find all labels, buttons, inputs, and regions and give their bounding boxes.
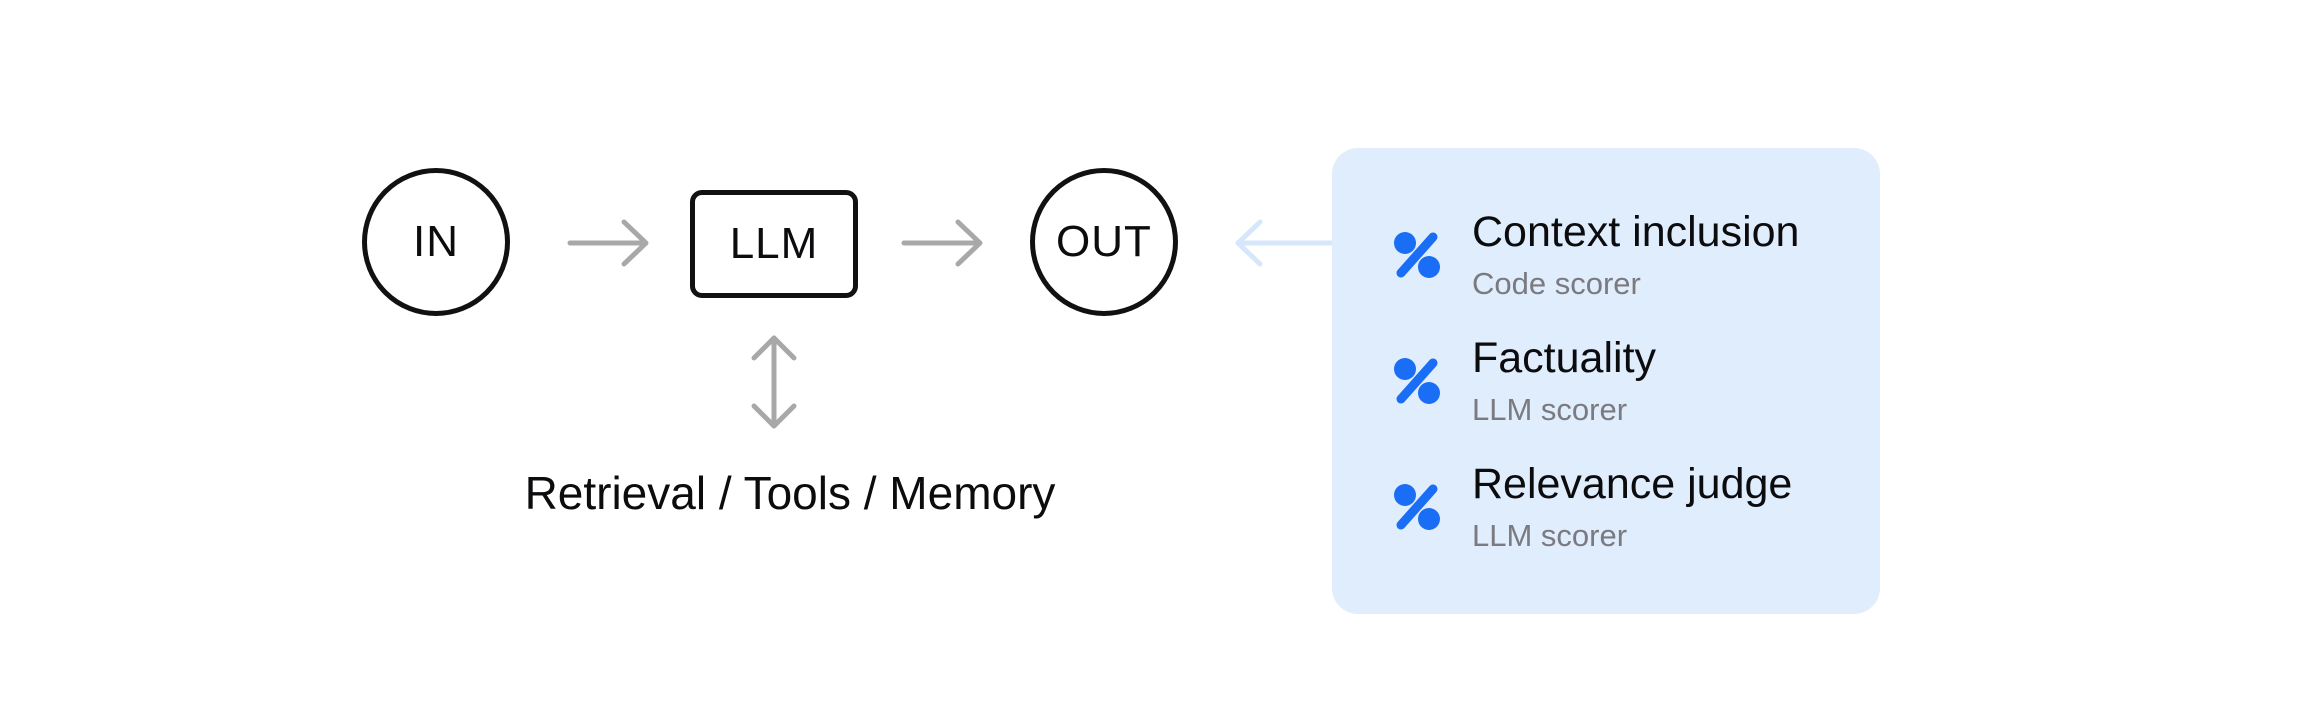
in-to-llm-arrow	[567, 219, 649, 267]
llm-node: LLM	[690, 190, 858, 298]
scorer-name: Relevance judge	[1472, 460, 1793, 508]
input-node: IN	[362, 168, 510, 316]
llm-aux-bidirectional-arrow	[751, 335, 797, 429]
output-node-label: OUT	[1056, 217, 1152, 266]
scorer-panel: Context inclusion Code scorer Factuality…	[1332, 148, 1880, 614]
scorer-name: Factuality	[1472, 334, 1657, 382]
input-node-label: IN	[413, 217, 459, 266]
scorer-to-out-arrow	[1235, 219, 1337, 267]
scorer-item-relevance-judge: Relevance judge LLM scorer	[1392, 460, 1872, 560]
scorer-item-context-inclusion: Context inclusion Code scorer	[1392, 208, 1872, 308]
llm-node-label: LLM	[729, 219, 819, 268]
llm-to-out-arrow	[901, 219, 983, 267]
scorer-type: LLM scorer	[1472, 392, 1628, 427]
output-node: OUT	[1030, 168, 1178, 316]
scorer-item-factuality: Factuality LLM scorer	[1392, 334, 1872, 434]
scorer-type: Code scorer	[1472, 266, 1641, 301]
scorer-name: Context inclusion	[1472, 208, 1800, 256]
scorer-type: LLM scorer	[1472, 518, 1628, 553]
percent-icon	[1394, 232, 1440, 278]
percent-icon	[1394, 358, 1440, 404]
percent-icon	[1394, 484, 1440, 530]
aux-components-label: Retrieval / Tools / Memory	[524, 467, 1056, 519]
